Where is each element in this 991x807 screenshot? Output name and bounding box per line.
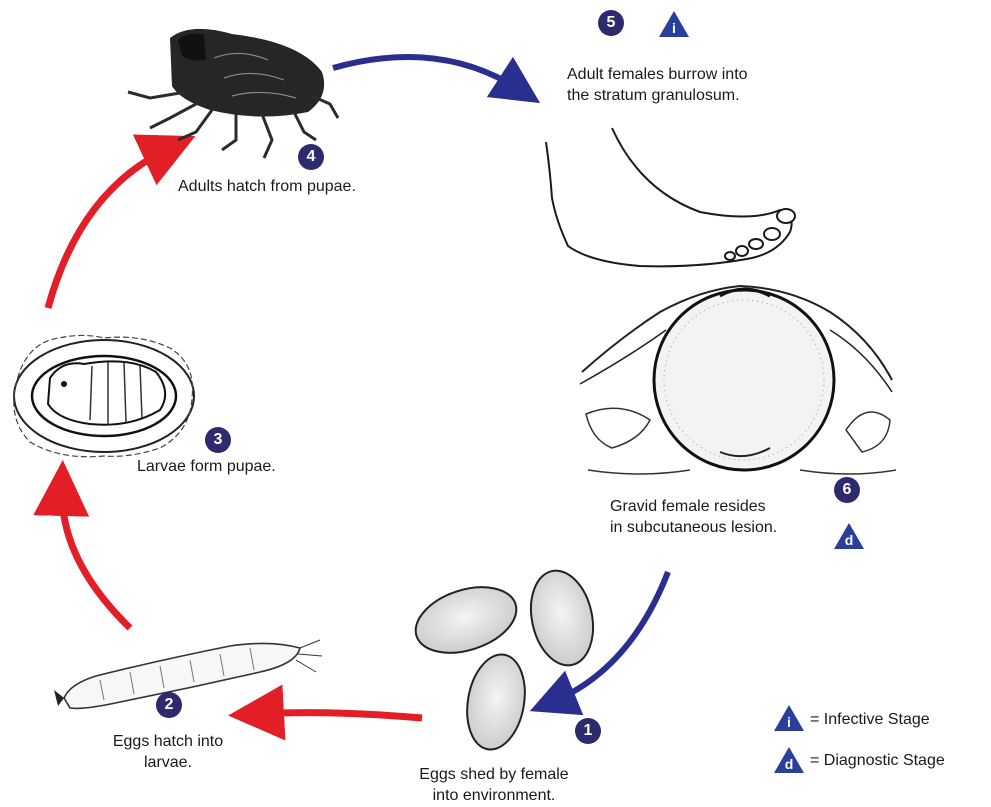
stage-6-label: Gravid female resides in subcutaneous le… (610, 496, 777, 538)
arrow-eggs-to-larvae (256, 713, 422, 718)
stage-4-text-line1: Adults hatch from pupae. (178, 176, 356, 197)
infective-marker-letter: i (658, 20, 690, 36)
legend-diagnostic-symbol: d (773, 756, 805, 772)
stage-5-label: Adult females burrow into the stratum gr… (567, 64, 748, 106)
stage-5-text-line2: the stratum granulosum. (567, 85, 748, 106)
stage-6-text-line1: Gravid female resides (610, 496, 777, 517)
stage-6-badge: 6 (834, 477, 860, 503)
diagnostic-marker-letter: d (833, 532, 865, 548)
stage-2-text-line2: larvae. (78, 752, 258, 773)
diagnostic-stage-marker: d (833, 522, 865, 550)
skin-lesion-illustration (580, 286, 896, 474)
arrow-adult-to-host (333, 57, 520, 90)
stage-4-badge: 4 (298, 144, 324, 170)
infective-stage-marker: i (658, 10, 690, 38)
legend-diagnostic-label: = Diagnostic Stage (810, 752, 945, 770)
arrow-larvae-to-pupae (62, 488, 130, 628)
legend-infective-label: = Infective Stage (810, 711, 930, 729)
stage-3-text-line1: Larvae form pupae. (137, 456, 276, 477)
stage-1-text-line2: into environment. (384, 785, 604, 806)
adult-flea-illustration (128, 29, 338, 158)
stage-5-text-line1: Adult females burrow into (567, 64, 748, 85)
stage-5-badge: 5 (598, 10, 624, 36)
larva-illustration (54, 640, 322, 708)
pupa-illustration (14, 335, 194, 456)
legend-infective-icon: i (773, 704, 805, 732)
stage-4-label: Adults hatch from pupae. (178, 176, 356, 197)
stage-2-text-line1: Eggs hatch into (78, 731, 258, 752)
eggs-illustration (407, 565, 601, 754)
stage-2-badge: 2 (156, 692, 182, 718)
stage-2-label: Eggs hatch into larvae. (78, 731, 258, 773)
stage-1-label: Eggs shed by female into environment. (384, 764, 604, 806)
stage-1-text-line1: Eggs shed by female (384, 764, 604, 785)
stage-1-badge: 1 (575, 718, 601, 744)
human-foot-illustration (546, 128, 795, 266)
legend-diagnostic-icon: d (773, 746, 805, 774)
stage-6-text-line2: in subcutaneous lesion. (610, 517, 777, 538)
stage-3-label: Larvae form pupae. (137, 456, 276, 477)
arrow-pupae-to-adults (48, 148, 170, 308)
stage-3-badge: 3 (205, 427, 231, 453)
legend-infective-symbol: i (773, 714, 805, 730)
